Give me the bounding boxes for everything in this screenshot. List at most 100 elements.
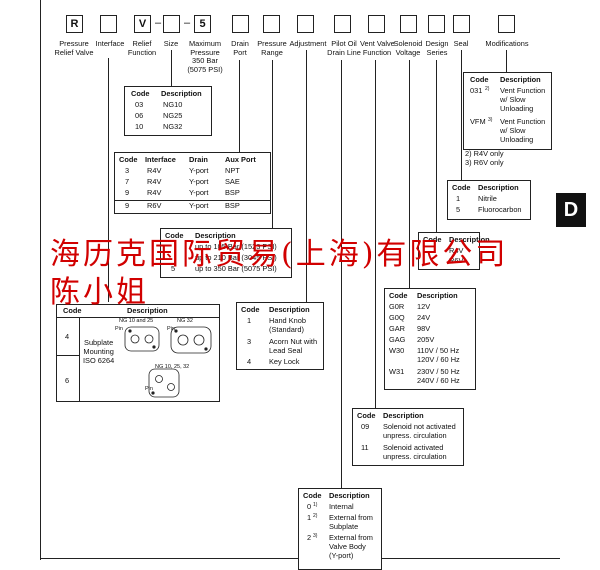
po-col-desc: Description bbox=[329, 491, 370, 500]
vent-valve-table: Code Description 09 Solenoid not activat… bbox=[352, 408, 464, 466]
iface-row-code: 7 bbox=[125, 177, 130, 186]
ds-row-desc: R6V bbox=[449, 256, 464, 265]
mod-col-desc: Description bbox=[500, 75, 541, 84]
code-box-interface bbox=[100, 15, 117, 33]
hdr-interface: Interface bbox=[95, 39, 125, 48]
connector-adjustment bbox=[306, 50, 307, 302]
iface-row-aux: SAE bbox=[225, 177, 240, 186]
mod-row-footnote: 3) bbox=[488, 117, 493, 123]
connector-interface bbox=[108, 58, 109, 302]
iface-row-interface: R4V bbox=[147, 177, 162, 186]
iface-row-aux: BSP bbox=[225, 188, 240, 197]
hdr-drain-port: Drain Port bbox=[231, 39, 249, 57]
pr-row-desc: up to 105 Bar (1523 PSI) bbox=[195, 242, 277, 251]
iface-row-code: 3 bbox=[125, 166, 130, 175]
iface-row-interface: R4V bbox=[147, 188, 162, 197]
connector-design-series bbox=[436, 60, 437, 232]
hdr-pressure-range: Pressure Range bbox=[257, 39, 287, 57]
mt-col-code: Code bbox=[63, 306, 82, 315]
iface-col-code: Code bbox=[119, 155, 138, 164]
size-row-desc: NG10 bbox=[163, 100, 183, 109]
mod-row-desc: Vent Function w/ Slow Unloading bbox=[500, 86, 546, 113]
mt-pin-a: Pin bbox=[115, 326, 123, 332]
modifications-table: Code Description 031 2) Vent Function w/… bbox=[463, 72, 552, 150]
sv-row-desc: 24V bbox=[417, 313, 431, 322]
solenoid-voltage-table: Code Description G0R 12V G0Q 24V GAR 98V… bbox=[384, 288, 476, 390]
size-row-desc: NG25 bbox=[163, 111, 183, 120]
mt-ng-b: NG 32 bbox=[177, 318, 193, 324]
code-box-pilot-oil bbox=[334, 15, 351, 33]
connector-solenoid-voltage bbox=[409, 60, 410, 288]
connector-modifications bbox=[506, 50, 507, 72]
sv-row-code: W30 bbox=[389, 346, 405, 355]
vv-row-code: 09 bbox=[361, 422, 370, 431]
hdr-modifications: Modifications bbox=[485, 39, 529, 48]
sv-row-code: GAG bbox=[389, 335, 406, 344]
adj-col-code: Code bbox=[241, 305, 260, 314]
code-box-vent-valve bbox=[368, 15, 385, 33]
code-dash-2: – bbox=[184, 17, 191, 29]
ng10-25-port-pattern bbox=[124, 326, 160, 352]
size-col-desc: Description bbox=[161, 89, 202, 98]
code-box-seal bbox=[453, 15, 470, 33]
po-row-code: 1 bbox=[307, 513, 312, 522]
sv-row-desc: 12V bbox=[417, 302, 431, 311]
sv-row-code: GAR bbox=[389, 324, 406, 333]
mt-header-divider bbox=[57, 317, 219, 318]
code-box-r: R bbox=[66, 15, 83, 33]
pr-col-code: Code bbox=[165, 231, 184, 240]
size-row-code: 10 bbox=[135, 122, 144, 131]
ng32-port-pattern bbox=[170, 326, 212, 354]
code-box-design-series bbox=[428, 15, 445, 33]
pr-row-desc: up to 210 Bar (3045 PSI) bbox=[195, 253, 277, 262]
code-box-5: 5 bbox=[194, 15, 211, 33]
sv-row-code: W31 bbox=[389, 367, 405, 376]
sv-row-desc: 230V / 50 Hz 240V / 60 Hz bbox=[417, 367, 460, 385]
mounting-table: Code Description 4 6 Subplate Mounting I… bbox=[56, 304, 220, 402]
pr-col-desc: Description bbox=[195, 231, 236, 240]
seal-row-code: 1 bbox=[456, 194, 461, 203]
po-row-desc: External from Subplate bbox=[329, 513, 373, 531]
iface-row-aux: NPT bbox=[225, 166, 240, 175]
size-col-code: Code bbox=[131, 89, 150, 98]
iface-row-drain: Y-port bbox=[189, 166, 209, 175]
hdr-pressure-relief-valve: Pressure Relief Valve bbox=[54, 39, 94, 57]
pressure-range-table: Code Description up to 105 Bar (1523 PSI… bbox=[160, 228, 292, 278]
ds-col-desc: Description bbox=[449, 235, 490, 244]
code-dash-1: – bbox=[155, 17, 162, 29]
subplate-port-diagrams bbox=[124, 326, 212, 398]
connector-drain-port bbox=[239, 60, 240, 152]
seal-col-desc: Description bbox=[478, 183, 519, 192]
sv-row-desc: 205V bbox=[417, 335, 435, 344]
po-row-code: 0 bbox=[307, 502, 312, 511]
mod-row-code: 031 bbox=[470, 86, 483, 95]
sv-row-desc: 98V bbox=[417, 324, 431, 333]
hdr-vent-valve-function: Vent Valve Function bbox=[360, 39, 395, 57]
iface-row-code: 9 bbox=[125, 188, 130, 197]
hdr-pilot-oil-drain-line: Pilot Oil Drain Line bbox=[327, 39, 361, 57]
adj-row-desc: Acorn Nut with Lead Seal bbox=[269, 337, 318, 355]
watermark-company: 海历克国际贸易(上海)有限公司 bbox=[50, 237, 509, 272]
mt-mount-desc: Subplate Mounting ISO 6264 bbox=[83, 338, 115, 365]
po-col-code: Code bbox=[303, 491, 322, 500]
vv-row-desc: Solenoid not activated unpress. circulat… bbox=[383, 422, 456, 440]
connector-pressure-range bbox=[272, 60, 273, 228]
hdr-size: Size bbox=[163, 39, 179, 48]
mt-col-desc: Description bbox=[127, 306, 168, 315]
mod-note-r4v: 2) R4V only bbox=[465, 149, 504, 158]
iface-col-interface: Interface bbox=[145, 155, 176, 164]
iface-col-drain: Drain bbox=[189, 155, 208, 164]
size-row-desc: NG32 bbox=[163, 122, 183, 131]
hdr-relief-function: Relief Function bbox=[127, 39, 157, 57]
adj-row-code: 1 bbox=[247, 316, 252, 325]
code-box-adjustment bbox=[297, 15, 314, 33]
hdr-design-series: Design Series bbox=[425, 39, 449, 57]
page-left-rule bbox=[40, 0, 41, 560]
mt-col-divider bbox=[79, 317, 80, 401]
code-box-solenoid-voltage bbox=[400, 15, 417, 33]
ds-col-code: Code bbox=[423, 235, 442, 244]
adj-row-desc: Key Lock bbox=[269, 357, 300, 366]
code-box-size bbox=[163, 15, 180, 33]
po-row-desc: Internal bbox=[329, 502, 354, 511]
mod-note-r6v: 3) R6V only bbox=[465, 158, 504, 167]
